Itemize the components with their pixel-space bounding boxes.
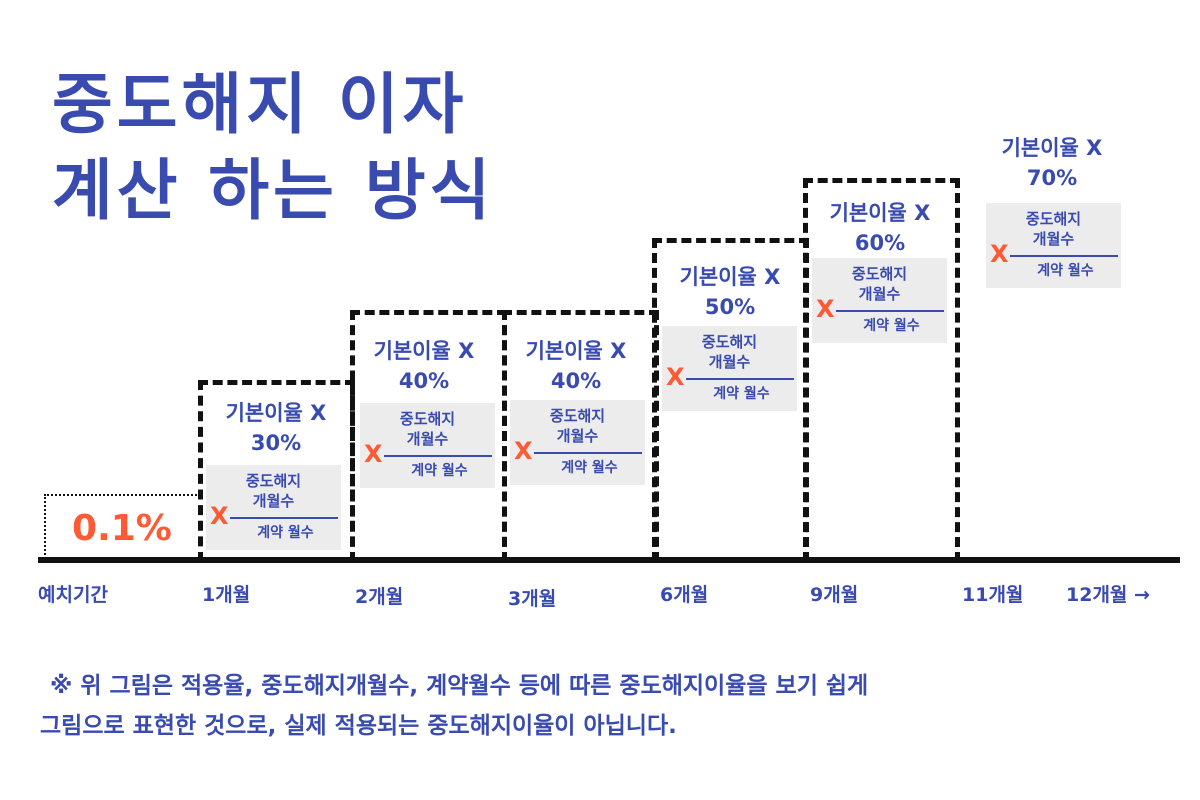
fraction-bar (384, 455, 492, 457)
timeline-axis (38, 557, 1180, 563)
page-title-line1: 중도해지 이자 (52, 66, 468, 143)
axis-label-12month: 12개월 → (1066, 584, 1150, 606)
page-title-line2: 계산 하는 방식 (52, 152, 495, 229)
multiply-sign: X (514, 437, 533, 465)
axis-label-2month: 2개월 (355, 586, 404, 608)
deposit-period-rate: 0.1% (72, 508, 172, 549)
fraction-bar (686, 378, 794, 380)
fraction-bar (1010, 255, 1118, 257)
fraction-bar (836, 310, 944, 312)
footnote-line1: ※ 위 그림은 적용율, 중도해지개월수, 계약월수 등에 따른 중도해지이율을… (50, 673, 869, 699)
axis-label-9month: 9개월 (810, 584, 859, 606)
axis-label-3month: 3개월 (508, 588, 557, 610)
axis-label-11month: 11개월 (962, 584, 1024, 606)
multiply-sign: X (666, 363, 685, 391)
multiply-sign: X (210, 502, 229, 530)
axis-label-deposit-period: 예치기간 (38, 584, 108, 606)
multiply-sign: X (364, 440, 383, 468)
multiply-sign: X (816, 295, 835, 323)
footnote-line2: 그림으로 표현한 것으로, 실제 적용되는 중도해지이율이 아닙니다. (40, 713, 677, 739)
formula-denominator: 계약 월수 (257, 525, 314, 541)
formula-denominator: 계약 월수 (863, 318, 920, 334)
formula-denominator: 계약 월수 (713, 386, 770, 402)
formula-denominator: 계약 월수 (561, 460, 618, 476)
step-box-9month (803, 178, 960, 562)
fraction-bar (230, 517, 338, 519)
formula-denominator: 계약 월수 (411, 463, 468, 479)
step-box-deposit-period (44, 494, 201, 559)
multiply-sign: X (990, 240, 1009, 268)
formula-denominator: 계약 월수 (1037, 263, 1094, 279)
axis-label-6month: 6개월 (660, 584, 709, 606)
fraction-bar (534, 452, 642, 454)
axis-label-1month: 1개월 (202, 584, 251, 606)
